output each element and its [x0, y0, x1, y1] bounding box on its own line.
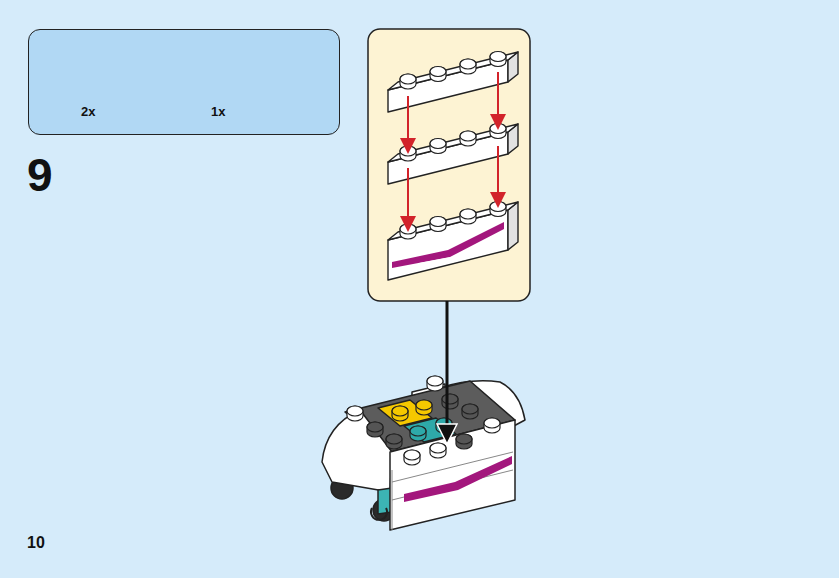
text: 2x	[81, 105, 95, 118]
text: 1x	[211, 105, 225, 118]
model	[322, 381, 525, 530]
callout-pointer	[437, 301, 457, 444]
step-number: 9	[27, 152, 53, 198]
parts-panel: 2x 1x	[28, 29, 340, 135]
page-number: 10	[27, 535, 45, 551]
placement-arrows	[408, 72, 498, 224]
model-studs	[347, 376, 500, 465]
callout-panel	[368, 29, 530, 301]
